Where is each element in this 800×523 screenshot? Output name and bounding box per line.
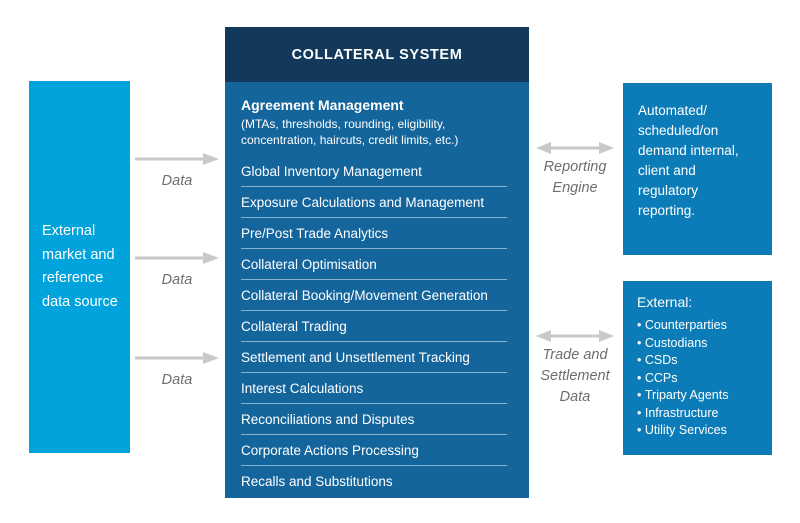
reporting-output-line: regulatory [638, 183, 699, 198]
agreement-management-subtitle: (MTAs, thresholds, rounding, eligibility… [241, 116, 507, 148]
module-item: Exposure Calculations and Management [241, 186, 507, 217]
left-box-line: data source [42, 293, 118, 310]
reporting-engine-label-line: Reporting [543, 159, 607, 175]
data-arrow-3-icon [135, 352, 219, 364]
left-box-line: External [42, 223, 96, 239]
reporting-engine-label-line: Engine [552, 180, 598, 196]
reporting-output-line: scheduled/on [638, 123, 719, 138]
external-party-item: Infrastructure [637, 405, 766, 423]
collateral-system-header: COLLATERAL SYSTEM [225, 27, 529, 82]
external-party-item: Triparty Agents [637, 387, 766, 405]
external-party-item: Utility Services [637, 422, 766, 440]
reporting-output-line: Automated/ [638, 103, 708, 118]
module-item: Settlement and Unsettlement Tracking [241, 341, 507, 372]
reporting-output-line: demand internal, [638, 143, 739, 158]
reporting-output-box: Automated/ scheduled/on demand internal,… [623, 83, 772, 255]
external-data-source-box: External market and reference data sourc… [29, 81, 130, 453]
collateral-system-title: COLLATERAL SYSTEM [291, 46, 463, 63]
external-data-source-text: External market and reference data sourc… [42, 220, 118, 314]
modules-list: Global Inventory Management Exposure Cal… [241, 156, 507, 496]
agreement-subtitle-line: (MTAs, thresholds, rounding, eligibility… [241, 117, 446, 131]
reporting-engine-label: Reporting Engine [527, 157, 623, 199]
agreement-management-title: Agreement Management [241, 97, 404, 113]
external-parties-box: External: Counterparties Custodians CSDs… [623, 281, 772, 455]
trade-settlement-arrow-icon [536, 330, 614, 342]
data-arrow-1-icon [135, 153, 219, 165]
trade-settlement-label-line: Trade and [542, 347, 608, 363]
external-party-item: Custodians [637, 335, 766, 353]
data-arrow-1-label: Data [161, 173, 193, 189]
data-arrow-3-label: Data [161, 372, 193, 388]
module-item: Collateral Trading [241, 310, 507, 341]
reporting-output-line: reporting. [638, 203, 696, 218]
reporting-output-line: client and [638, 163, 696, 178]
external-parties-list: Counterparties Custodians CSDs CCPs Trip… [637, 317, 766, 440]
module-item: Collateral Optimisation [241, 248, 507, 279]
external-parties-title: External: [637, 294, 693, 310]
module-item: Pre/Post Trade Analytics [241, 217, 507, 248]
module-item: Recalls and Substitutions [241, 465, 507, 496]
trade-settlement-label: Trade and Settlement Data [527, 345, 623, 408]
left-box-line: reference [42, 270, 104, 286]
collateral-system-box: COLLATERAL SYSTEM Agreement Management (… [225, 27, 529, 498]
left-box-line: market and [42, 246, 115, 263]
external-party-item: CSDs [637, 352, 766, 370]
agreement-subtitle-line: concentration, haircuts, credit limits, … [241, 133, 459, 147]
collateral-system-body: Agreement Management (MTAs, thresholds, … [225, 82, 529, 498]
data-arrow-2-label: Data [161, 272, 193, 288]
external-party-item: CCPs [637, 370, 766, 388]
data-arrow-2-icon [135, 252, 219, 264]
external-party-item: Counterparties [637, 317, 766, 335]
reporting-engine-arrow-icon [536, 142, 614, 154]
module-item: Interest Calculations [241, 372, 507, 403]
trade-settlement-label-line: Settlement [540, 368, 610, 384]
module-item: Corporate Actions Processing [241, 434, 507, 465]
module-item: Collateral Booking/Movement Generation [241, 279, 507, 310]
module-item: Global Inventory Management [241, 164, 422, 179]
module-item: Reconciliations and Disputes [241, 403, 507, 434]
trade-settlement-label-line: Data [559, 389, 591, 405]
